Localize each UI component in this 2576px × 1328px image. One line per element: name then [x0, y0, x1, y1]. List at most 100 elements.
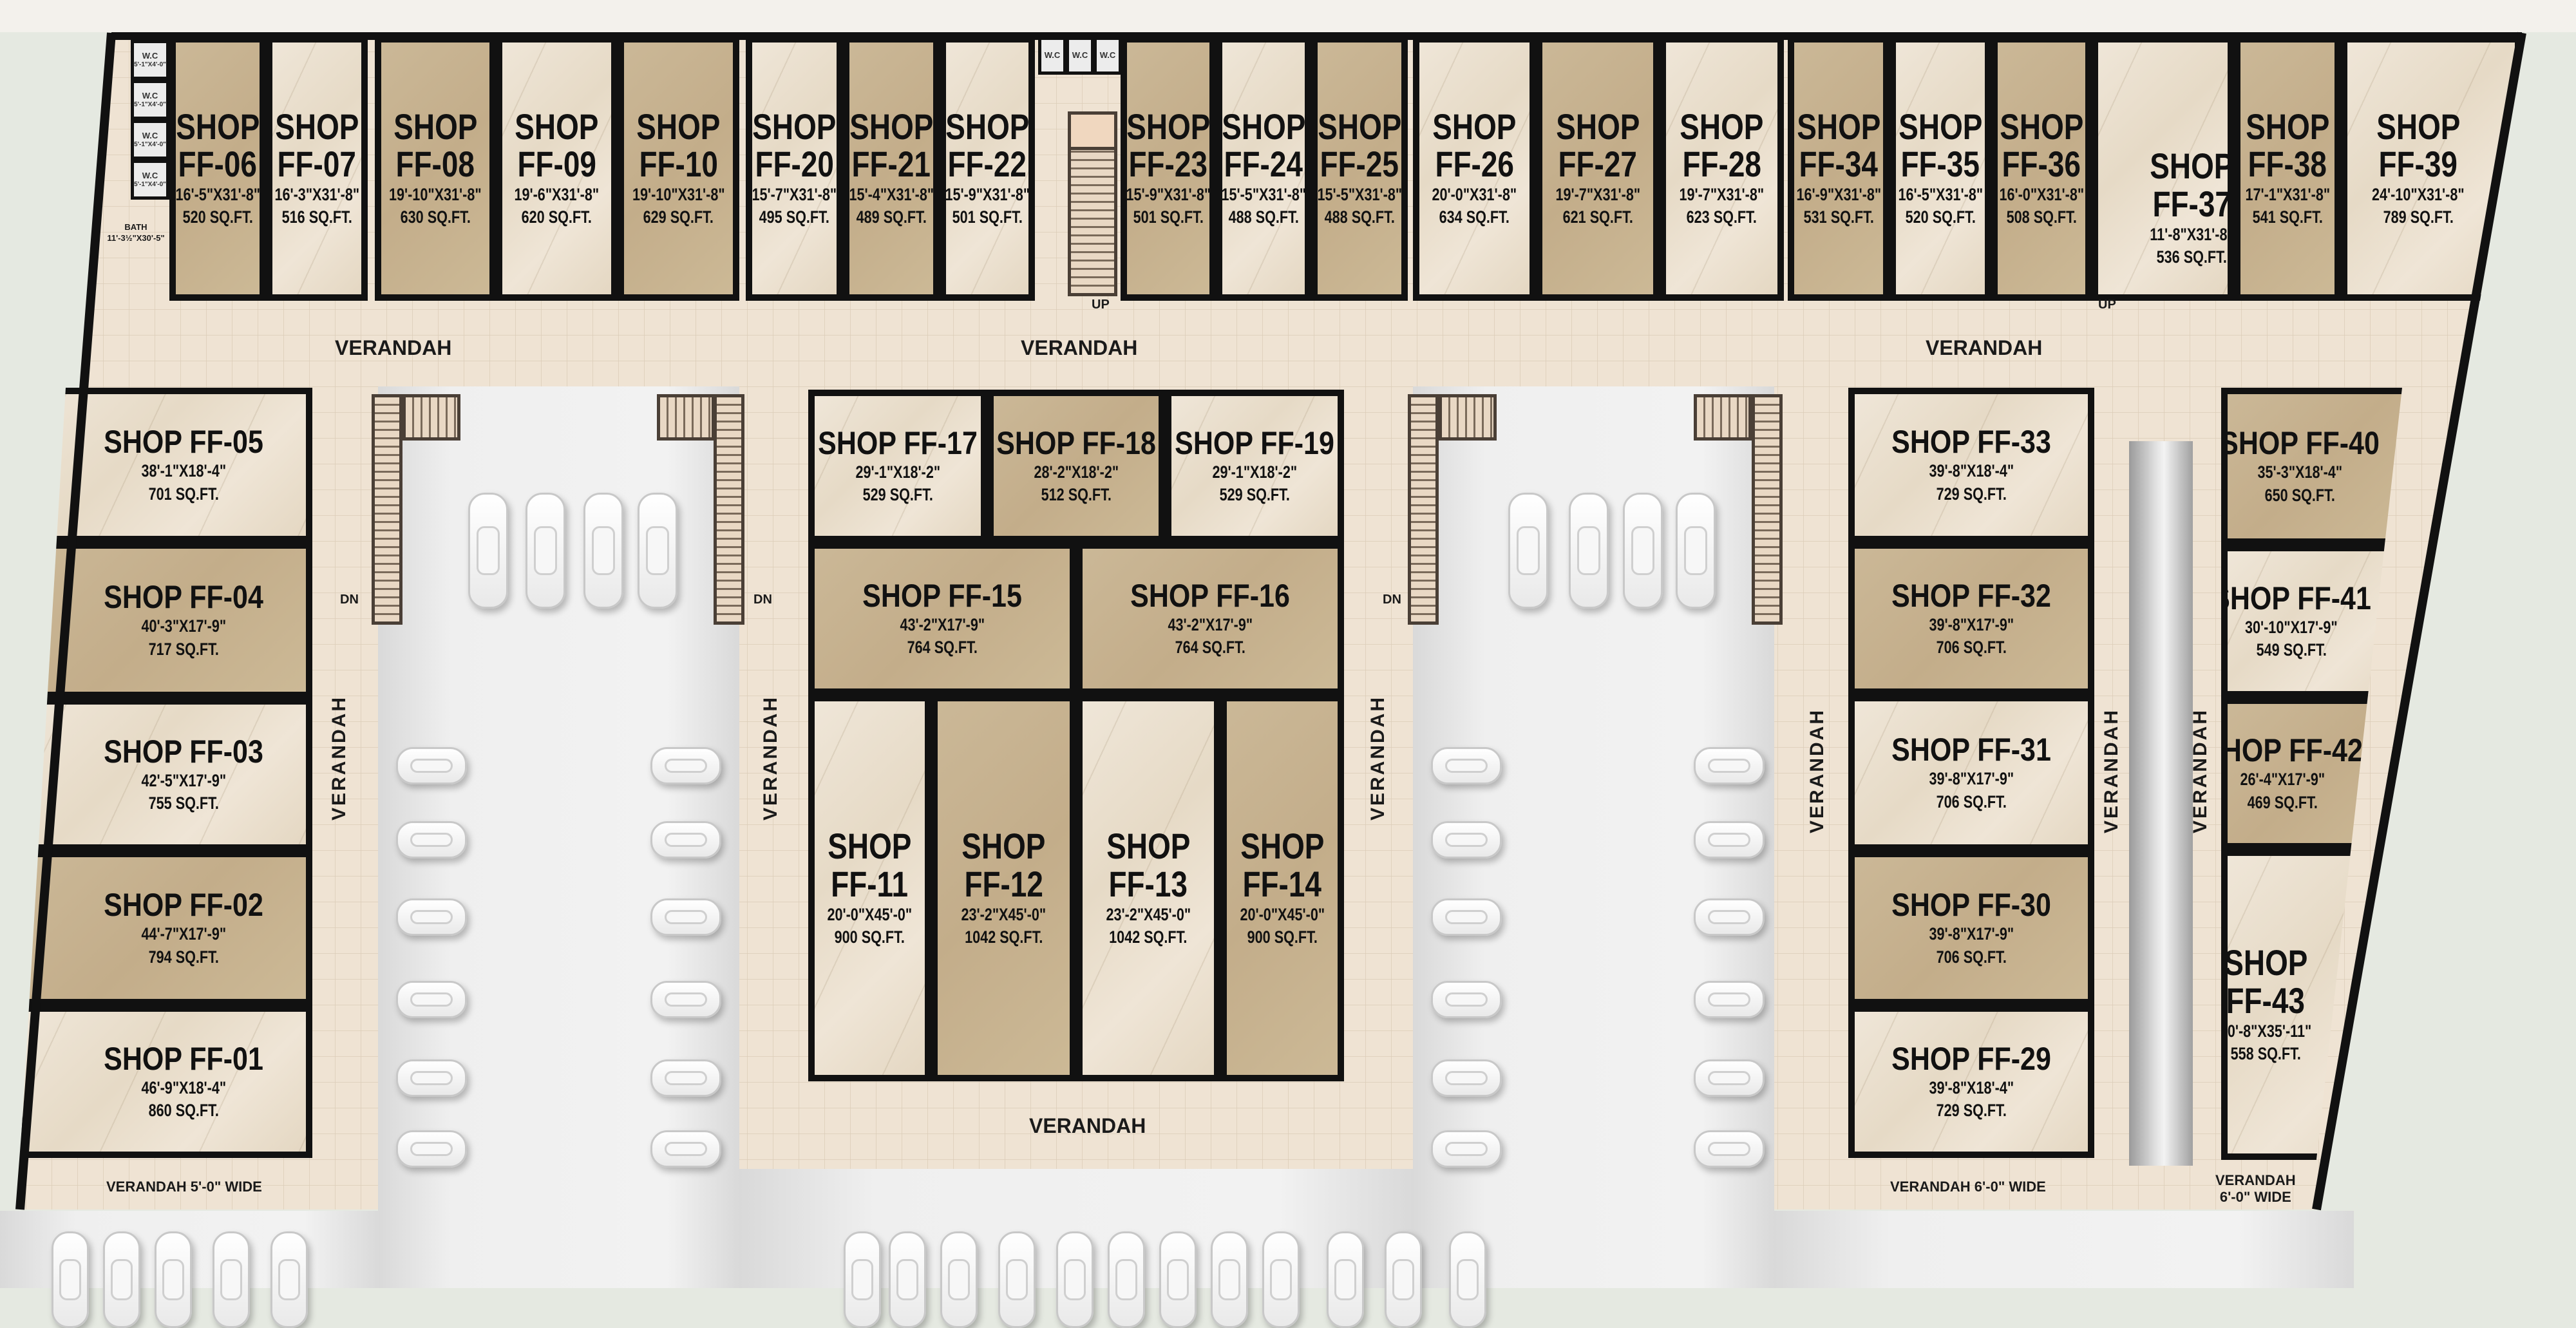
shop-number: FF-20 — [755, 144, 834, 185]
shop-prefix: SHOP — [2245, 106, 2330, 147]
shop-number: FF-18 — [1082, 424, 1156, 461]
shop-area: 630 SQ.FT. — [400, 207, 471, 227]
shop-dimensions: 39'-8"X18'-4" — [1929, 461, 2014, 481]
car-icon — [1431, 1130, 1502, 1168]
shop-area: 729 SQ.FT. — [1936, 484, 2007, 504]
car-icon — [396, 1130, 467, 1168]
wc-label: W.C — [142, 171, 158, 181]
shop-area: 634 SQ.FT. — [1439, 207, 1510, 227]
shop-number: FF-29 — [1977, 1040, 2051, 1077]
stair-down-label: DN — [1383, 593, 1401, 607]
staircase — [1408, 394, 1439, 625]
wc-label: W.C — [1044, 50, 1061, 60]
car-icon — [650, 898, 721, 936]
shop-area: 529 SQ.FT. — [1219, 485, 1290, 504]
car-icon — [1327, 1231, 1364, 1328]
shop-number: FF-35 — [1900, 144, 1980, 185]
car-icon — [650, 981, 721, 1018]
bath-size: 11'-3½"X30'-5" — [107, 232, 165, 243]
car-icon — [468, 493, 508, 609]
shop-prefix: SHOP — [1796, 106, 1881, 147]
shop-dimensions: 15'-5"X31'-8" — [1317, 185, 1402, 205]
car-icon — [1159, 1231, 1197, 1328]
parking-area — [1774, 1211, 2354, 1288]
car-icon — [650, 1059, 721, 1097]
car-icon — [940, 1231, 978, 1328]
shop-prefix: SHOP — [1680, 106, 1764, 147]
shop-number: FF-16 — [1216, 577, 1290, 614]
stair-down-label: DN — [753, 593, 772, 607]
car-icon — [1694, 821, 1765, 858]
car-icon — [1623, 493, 1663, 609]
shop-dimensions: 43'-2"X17'-9" — [900, 614, 985, 634]
shop-title: SHOP FF-42 — [2228, 733, 2363, 768]
shop-dimensions: 24'-10"X31'-8" — [2372, 185, 2465, 205]
shop-number: FF-32 — [1977, 577, 2051, 614]
shop-number: FF-37 — [2152, 184, 2231, 225]
shop-area: 764 SQ.FT. — [1175, 638, 1245, 657]
car-icon — [1108, 1231, 1145, 1328]
shop-prefix: SHOP — [1175, 424, 1253, 461]
shop-prefix: SHOP — [1891, 887, 1970, 924]
shop-dimensions: 15'-4"X31'-8" — [849, 185, 934, 205]
shop-dimensions: 29'-1"X18'-2" — [1212, 462, 1297, 482]
car-icon — [1431, 898, 1502, 936]
stair-up-label: UP — [2098, 298, 2116, 312]
car-icon — [998, 1231, 1036, 1328]
shop-prefix: SHOP — [862, 577, 941, 614]
car-icon — [213, 1231, 250, 1328]
verandah-width-label: VERANDAH 6'-0" WIDE — [1890, 1179, 2046, 1195]
verandah-label: VERANDAH — [1367, 696, 1388, 821]
shop-dimensions: 19'-10"X31'-8" — [389, 185, 482, 205]
shop-prefix: SHOP — [2223, 942, 2308, 983]
verandah-label: VERANDAH — [2101, 708, 2122, 834]
shop-number: FF-23 — [1128, 144, 1208, 185]
stair-down-label: DN — [340, 593, 359, 607]
staircase — [1439, 394, 1497, 441]
car-icon — [1056, 1231, 1094, 1328]
shop-dimensions: 39'-8"X17'-9" — [1929, 924, 2014, 944]
